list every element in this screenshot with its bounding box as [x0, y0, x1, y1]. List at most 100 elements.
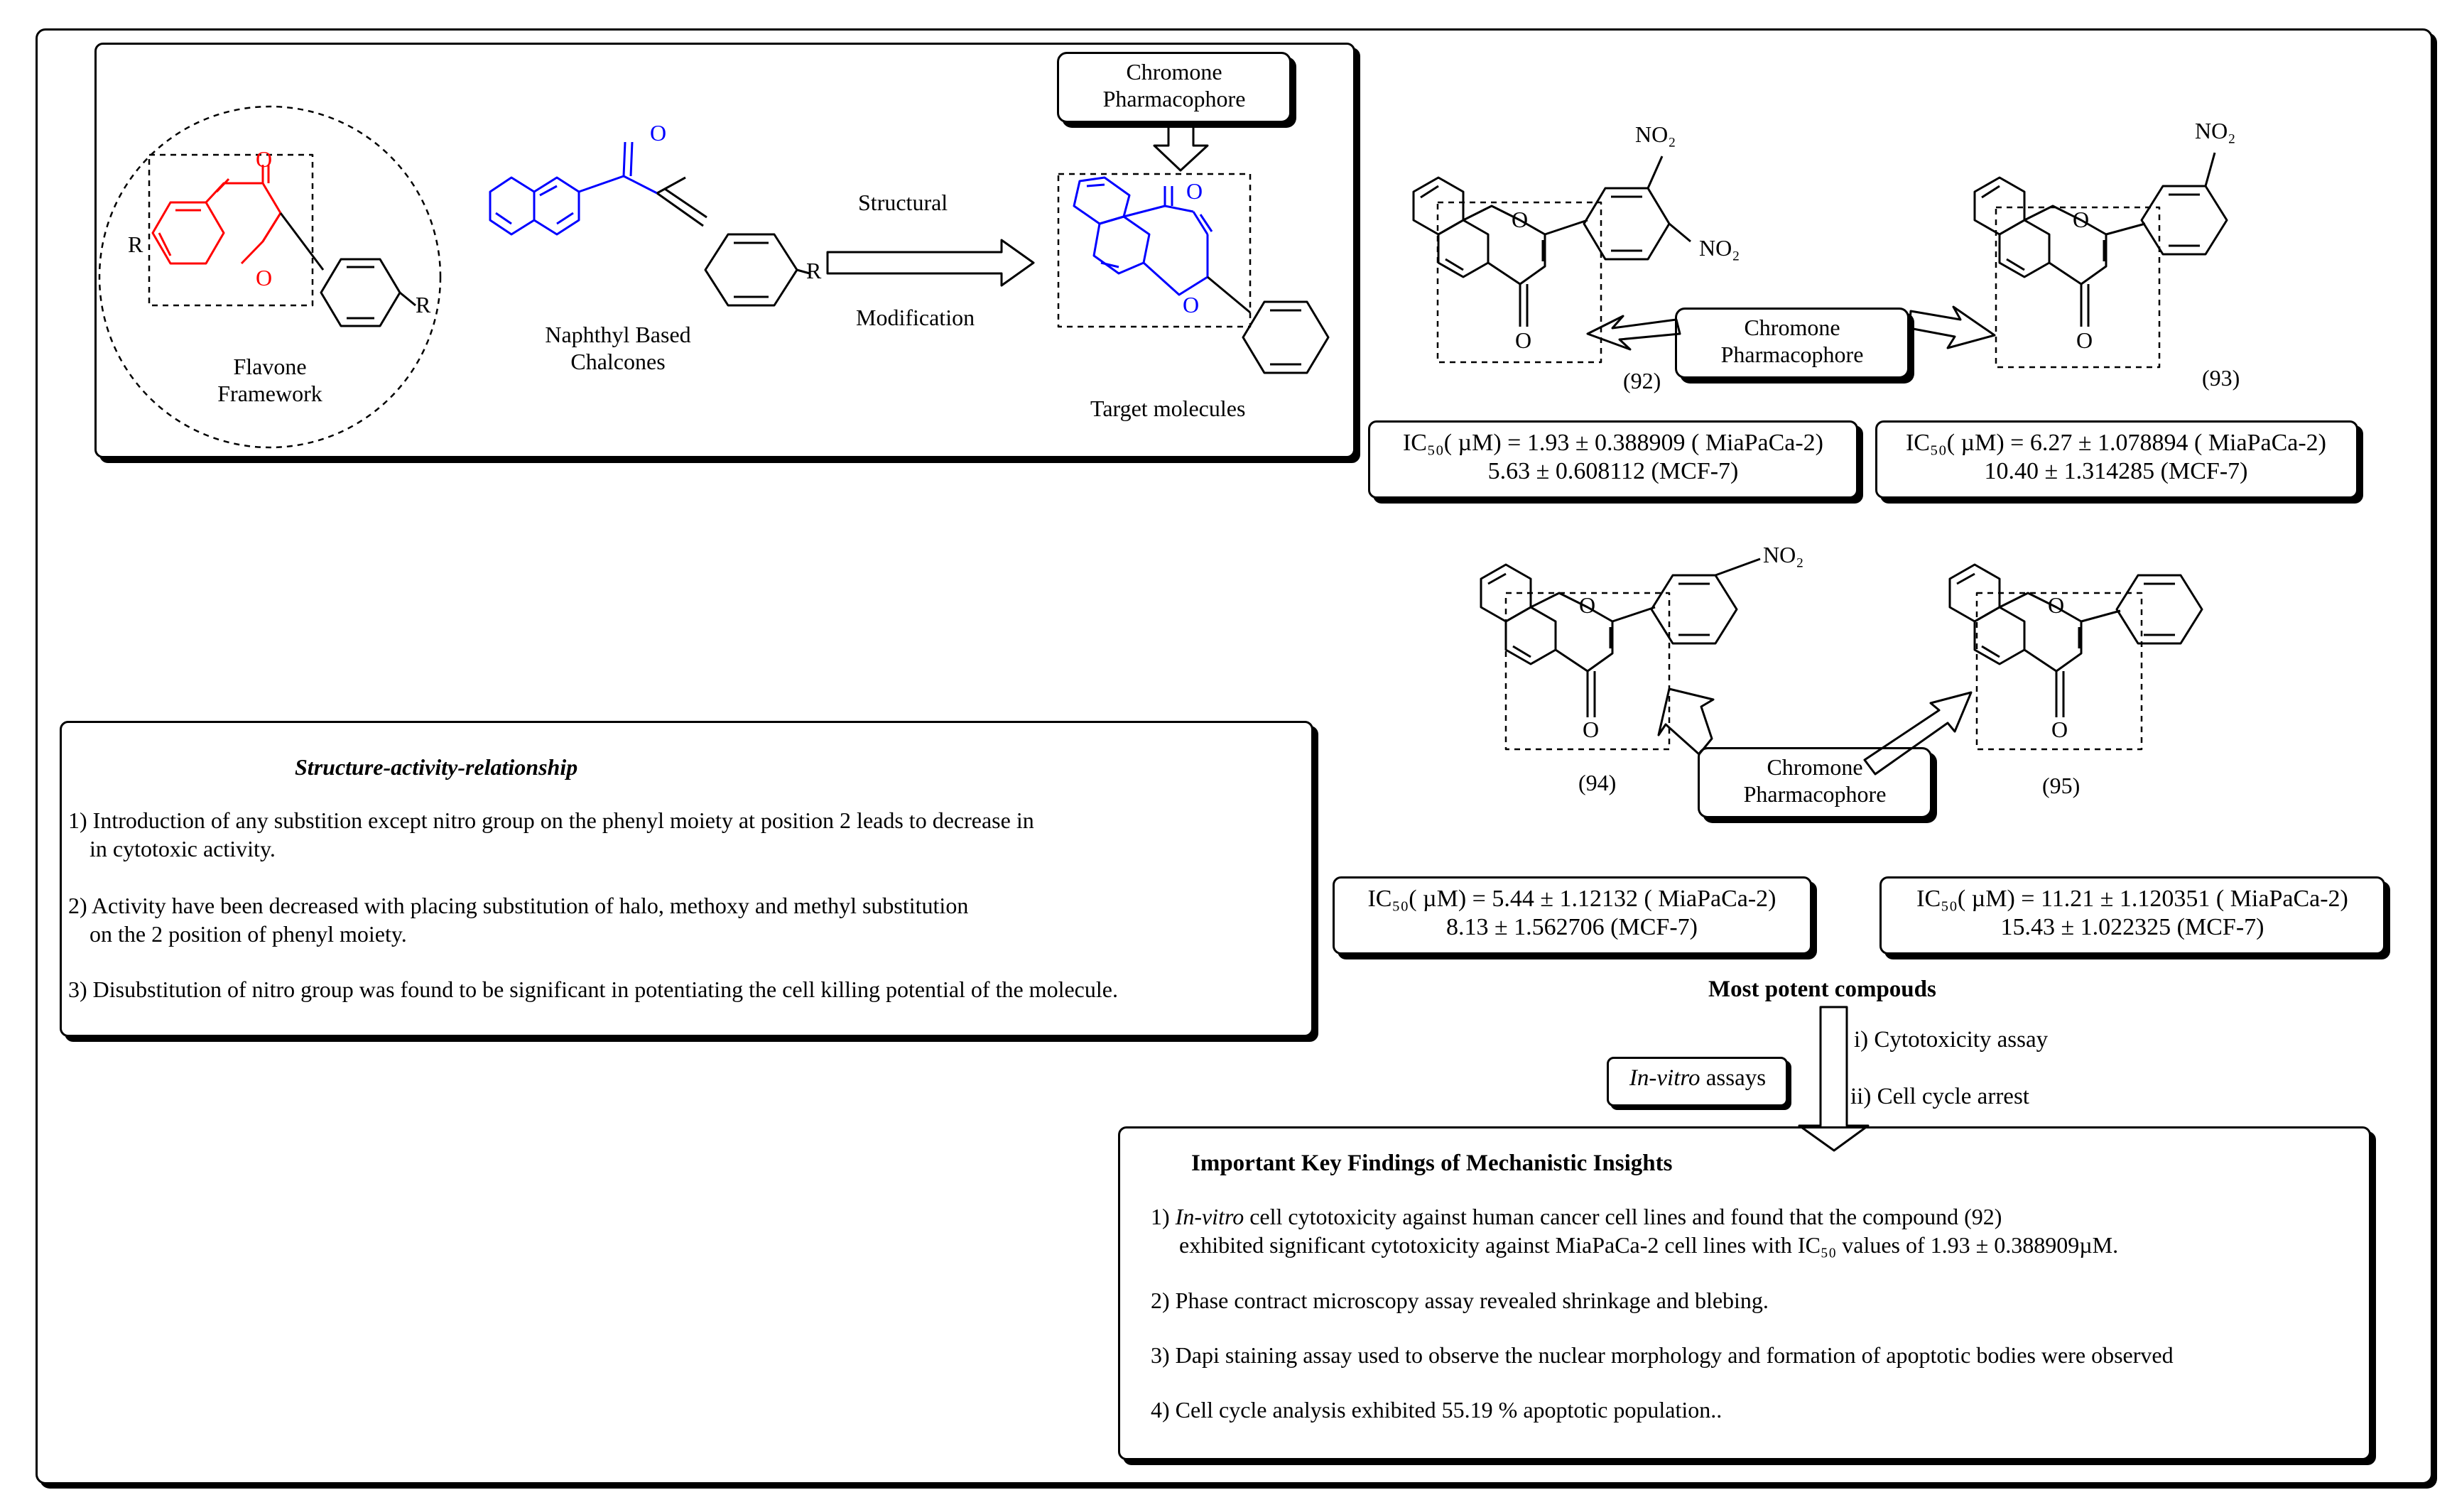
chalcone-alkene-phenyl [656, 176, 810, 307]
c93-ring-oxygen: O [2073, 207, 2090, 232]
flow-arrow-down [1798, 1006, 1870, 1152]
ic50-95-line1: IC₅₀( µM) = 11.21 ± 1.120351 ( MiaPaCa-2… [1916, 886, 2348, 912]
flavone-r1: R [128, 232, 143, 257]
ic50-94-line2: 8.13 ± 1.562706 (MCF-7) [1446, 914, 1698, 940]
ic50-93: IC₅₀( µM) = 6.27 ± 1.078894 ( MiaPaCa-2)… [1885, 429, 2347, 486]
sar-item-3: 3) Disubstitution of nitro group was fou… [68, 977, 1118, 1002]
invitro-assays-box [1607, 1057, 1788, 1106]
sar-item-1a: 1) Introduction of any substition except… [68, 807, 1034, 833]
c94-ring-oxygen: O [1579, 592, 1596, 618]
pharmacophore-label-top: Chromone Pharmacophore [1057, 58, 1291, 112]
target-dotted-rect [1057, 173, 1252, 328]
target-phenyl [1207, 276, 1330, 374]
c92-id: (92) [1623, 368, 1661, 393]
c93-oxo: O [2076, 327, 2093, 353]
invitro-italic: In-vitro [1629, 1065, 1700, 1091]
modification-arrow [826, 239, 1035, 287]
ic50-94: IC₅₀( µM) = 5.44 ± 1.12132 ( MiaPaCa-2) … [1341, 885, 1803, 942]
finding-1-rest: cell cytotoxicity against human cancer c… [1244, 1204, 2002, 1229]
c92-no2-side: NO₂ [1699, 235, 1740, 261]
ic50-92-line2: 5.63 ± 0.608112 (MCF-7) [1487, 458, 1739, 484]
pharmacophore-mid-line2: Pharmacophore [1720, 342, 1864, 367]
chalcone-oxo-atom: O [650, 120, 667, 146]
pharmacophore-label-mid: Chromone Pharmacophore [1675, 314, 1909, 368]
sar-item-2a: 2) Activity have been decreased with pla… [68, 893, 969, 918]
sar-panel [60, 721, 1313, 1037]
finding-1-prefix: 1) [1151, 1204, 1176, 1229]
arrow-label-modification: Modification [856, 305, 975, 330]
flavone-label-line2: Framework [217, 381, 322, 406]
finding-1-italic: In-vitro [1175, 1204, 1244, 1229]
ic50-box-93 [1875, 420, 2358, 499]
arrow-to-92 [1586, 315, 1681, 351]
ic50-box-95 [1879, 876, 2385, 954]
target-naphthopyranone [1073, 176, 1213, 296]
ic50-box-92 [1368, 420, 1858, 499]
chalcone-label-line2: Chalcones [570, 349, 666, 374]
pharmacophore-low-line1: Chromone [1767, 754, 1863, 780]
chalcone-label-line1: Naphthyl Based [545, 322, 691, 347]
sar-title: Structure-activity-relationship [295, 754, 578, 780]
invitro-rest: assays [1700, 1065, 1767, 1091]
findings-title: Important Key Findings of Mechanistic In… [1191, 1151, 1673, 1176]
finding-1: 1) In-vitro cell cytotoxicity against hu… [1151, 1204, 2002, 1230]
c94-no2: NO₂ [1763, 542, 1804, 567]
chalcone-r: R [806, 258, 822, 283]
c93-no2: NO₂ [2195, 118, 2236, 143]
assay-cell-cycle: ii) Cell cycle arrest [1850, 1084, 2029, 1109]
c93-id: (93) [2202, 365, 2240, 391]
ic50-95-line2: 15.43 ± 1.022325 (MCF-7) [2000, 914, 2264, 940]
arrow-label-structural: Structural [858, 190, 948, 215]
key-findings-panel [1118, 1126, 2371, 1460]
flavone-r2: R [416, 292, 431, 317]
pharmacophore-mid-line1: Chromone [1744, 315, 1840, 340]
most-potent-title: Most potent compouds [1708, 977, 1936, 1002]
c95-id: (95) [2042, 773, 2081, 798]
chalcone-naphthalene [489, 141, 658, 236]
target-label: Target molecules [1090, 396, 1246, 421]
sar-item-2b: on the 2 position of phenyl moiety. [89, 921, 407, 947]
pharmacophore-box-low [1698, 747, 1932, 818]
pharmacophore-top-line2: Pharmacophore [1102, 86, 1246, 112]
flavone-label-line1: Flavone [233, 354, 307, 379]
compound-92-structure [1412, 156, 1691, 364]
ic50-box-94 [1333, 876, 1812, 954]
target-oxo-atom: O [1186, 178, 1203, 204]
ic50-94-line1: IC₅₀( µM) = 5.44 ± 1.12132 ( MiaPaCa-2) [1367, 886, 1776, 912]
finding-4: 4) Cell cycle analysis exhibited 55.19 %… [1151, 1397, 1723, 1423]
flavone-label: Flavone Framework [206, 353, 334, 407]
pharmacophore-top-line1: Chromone [1126, 59, 1222, 85]
sar-item-1b: in cytotoxic activity. [89, 836, 276, 861]
ic50-92: IC₅₀( µM) = 1.93 ± 0.388909 ( MiaPaCa-2)… [1382, 429, 1844, 486]
compound-95-structure [1948, 563, 2203, 751]
flavone-phenyl [279, 212, 416, 327]
arrow-to-95 [1863, 691, 1973, 776]
c95-oxo: O [2051, 717, 2068, 742]
flavone-red-core [151, 165, 282, 265]
arrow-to-94 [1657, 687, 1715, 756]
c92-ring-oxygen: O [1512, 207, 1529, 232]
arrow-to-93 [1908, 305, 1996, 349]
pharmacophore-arrow-down [1153, 123, 1209, 172]
flavone-dotted-circle [98, 105, 442, 449]
pharmacophore-low-line2: Pharmacophore [1743, 781, 1887, 807]
flavone-oxo-atom: O [256, 146, 273, 172]
target-ring-oxygen: O [1183, 292, 1200, 317]
flavone-ring-oxygen: O [256, 265, 273, 290]
c95-ring-oxygen: O [2048, 592, 2065, 618]
c94-id: (94) [1578, 770, 1617, 795]
flavone-dotted-rect [148, 153, 314, 307]
c92-oxo: O [1515, 327, 1532, 353]
invitro-assays-label: In-vitro assays [1612, 1065, 1783, 1092]
pharmacophore-box-top [1057, 52, 1291, 123]
finding-1-line2: exhibited significant cytotoxicity again… [1179, 1232, 2119, 1258]
pharmacophore-label-low: Chromone Pharmacophore [1698, 754, 1932, 807]
ic50-93-line2: 10.40 ± 1.314285 (MCF-7) [1984, 458, 2248, 484]
finding-2: 2) Phase contract microscopy assay revea… [1151, 1288, 1769, 1313]
finding-3: 3) Dapi staining assay used to observe t… [1151, 1342, 2174, 1368]
chalcone-label: Naphthyl Based Chalcones [519, 321, 717, 375]
ic50-95: IC₅₀( µM) = 11.21 ± 1.120351 ( MiaPaCa-2… [1889, 885, 2375, 942]
c92-no2-top: NO₂ [1635, 121, 1676, 147]
assay-cytotoxicity: i) Cytotoxicity assay [1854, 1027, 2049, 1053]
pharmacophore-box-mid [1675, 308, 1909, 379]
